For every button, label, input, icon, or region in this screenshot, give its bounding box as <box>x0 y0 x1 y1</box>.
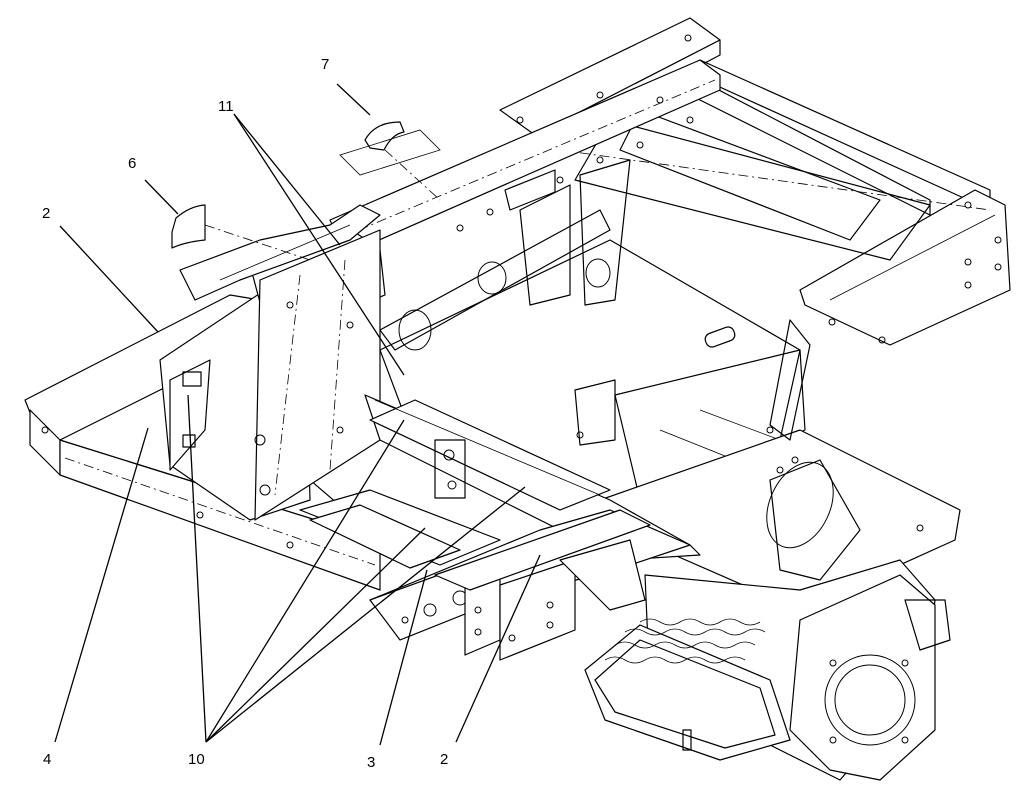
front-frame <box>24 204 386 591</box>
callout-2-upper: 2 <box>42 205 51 222</box>
rear-frame <box>329 17 1011 351</box>
callout-3: 3 <box>367 754 376 771</box>
callout-2-lower: 2 <box>440 751 449 768</box>
part-6-shape <box>171 204 206 249</box>
cross-members <box>299 394 701 661</box>
callout-10: 10 <box>188 751 205 768</box>
center-frame <box>379 239 961 611</box>
callout-11: 11 <box>218 98 234 115</box>
callout-4: 4 <box>43 751 52 768</box>
leader-lines <box>54 83 541 746</box>
hitch-and-step <box>584 559 951 781</box>
callout-7: 7 <box>321 56 330 73</box>
exploded-parts <box>171 121 441 261</box>
callout-6: 6 <box>128 155 137 172</box>
part-7-shape <box>364 121 405 151</box>
